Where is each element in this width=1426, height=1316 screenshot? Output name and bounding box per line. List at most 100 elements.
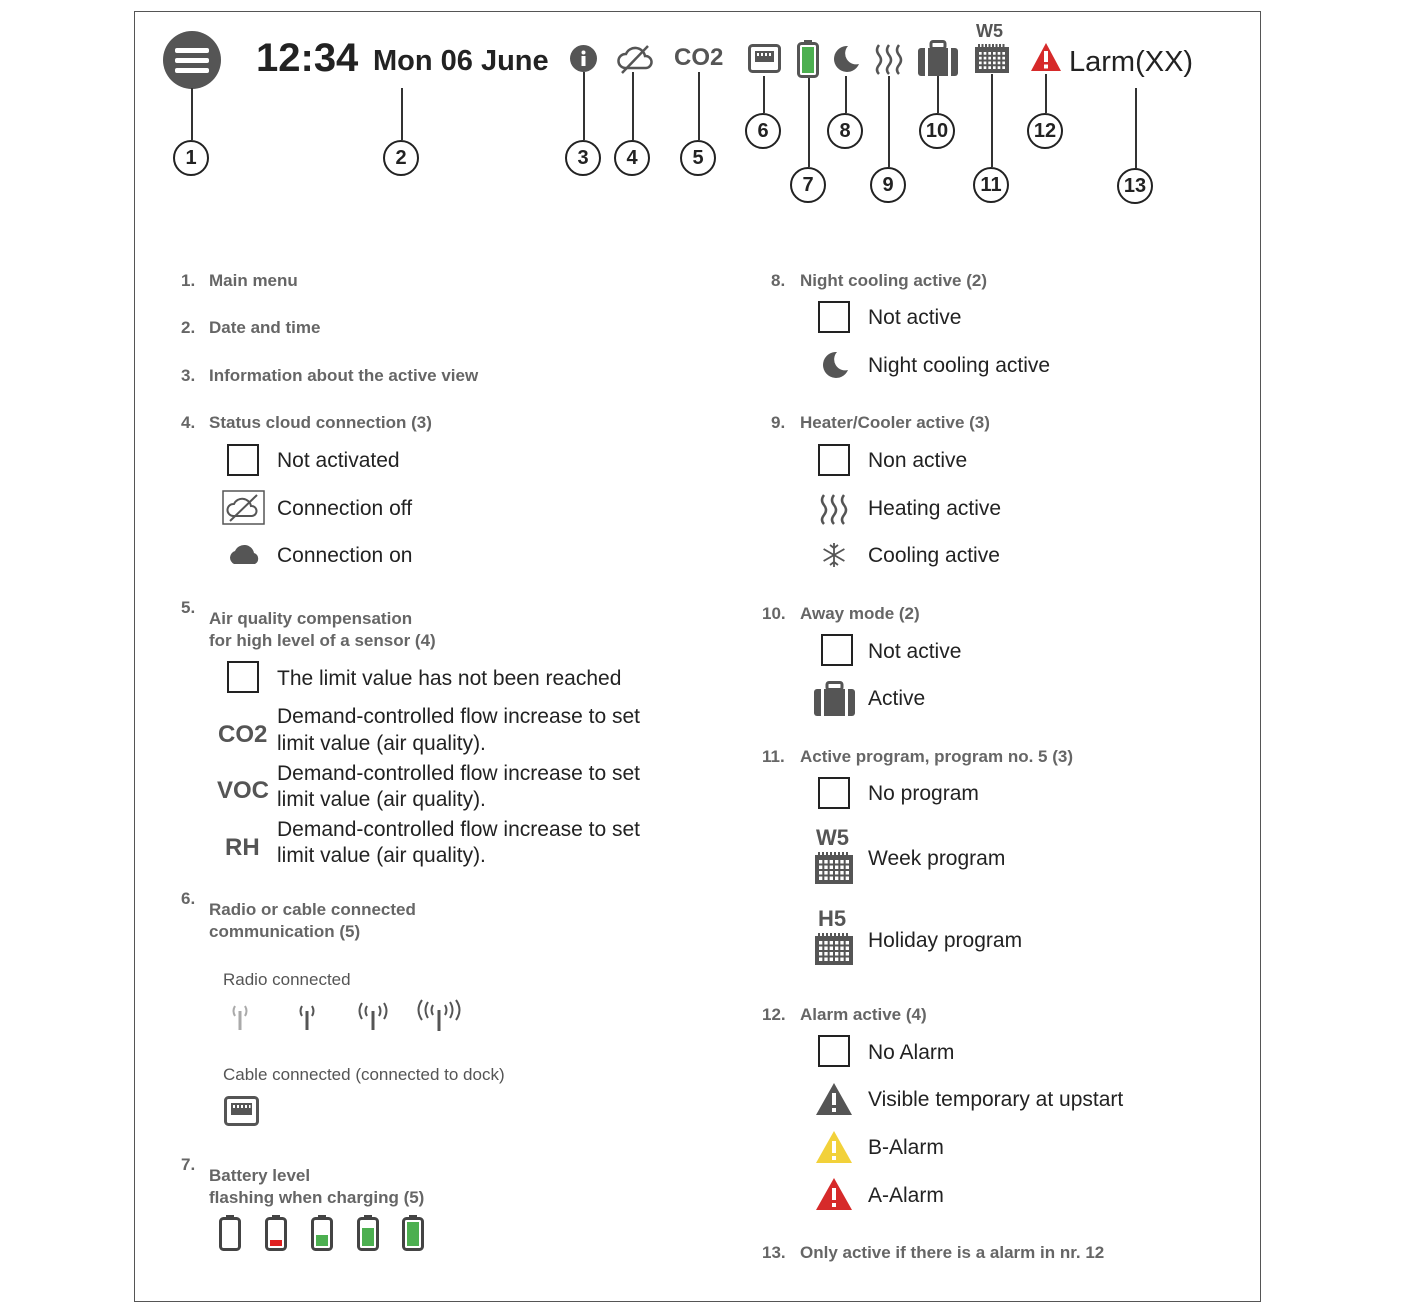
calendar-icon xyxy=(815,933,853,970)
cloud-off-icon[interactable] xyxy=(616,44,654,79)
callout-line-4 xyxy=(632,72,634,140)
callout-line-11 xyxy=(991,74,993,167)
moon-icon[interactable] xyxy=(831,44,861,79)
item-5-voc-line1: Demand-controlled flow increase to set xyxy=(277,762,641,785)
cable-dock-icon xyxy=(224,1096,259,1131)
callout-line-5 xyxy=(698,72,700,140)
item-12-title: Alarm active (4) xyxy=(800,1005,927,1024)
item-4-option-connection-off: Connection off xyxy=(277,497,413,520)
callout-line-6 xyxy=(763,76,765,113)
callout-5: 5 xyxy=(680,140,716,176)
item-2-title: Date and time xyxy=(209,318,321,337)
empty-box-icon xyxy=(818,301,850,333)
item-4-title: Status cloud connection (3) xyxy=(209,413,432,432)
cable-dock-icon[interactable] xyxy=(748,44,781,79)
item-11-title: Active program, program no. 5 (3) xyxy=(800,747,1073,766)
callout-line-2 xyxy=(401,88,403,140)
callout-8: 8 xyxy=(827,113,863,149)
week-program-badge: W5 xyxy=(976,21,1003,41)
item-5-voc-line2: limit value (air quality). xyxy=(277,788,486,811)
callout-line-8 xyxy=(845,76,847,113)
heating-icon xyxy=(818,493,850,530)
item-10-number: 10. xyxy=(762,604,786,623)
signal-level-4-icon xyxy=(417,999,461,1037)
item-12-option-no-alarm: No Alarm xyxy=(868,1041,955,1064)
item-9-option-non-active: Non active xyxy=(868,449,968,472)
item-5-rh-line1: Demand-controlled flow increase to set xyxy=(277,818,641,841)
callout-line-9 xyxy=(888,76,890,167)
item-5-option-limit-not-reached: The limit value has not been reached xyxy=(277,667,622,690)
item-9-number: 9. xyxy=(771,413,786,432)
callout-line-1 xyxy=(191,88,193,140)
info-icon[interactable] xyxy=(570,45,597,77)
empty-box-icon xyxy=(818,444,850,476)
holiday-program-badge: H5 xyxy=(818,906,847,931)
item-7-title-line1: Battery level xyxy=(209,1166,311,1185)
item-6-title-line2: communication (5) xyxy=(209,922,361,941)
item-12-option-a-alarm: A-Alarm xyxy=(868,1184,944,1207)
radio-connected-label: Radio connected xyxy=(223,970,351,989)
item-8-title: Night cooling active (2) xyxy=(800,271,988,290)
suitcase-icon[interactable] xyxy=(918,40,958,81)
clock-date: Mon 06 June xyxy=(373,45,549,77)
co2-indicator[interactable]: CO2 xyxy=(674,44,724,71)
empty-box-icon xyxy=(818,1035,850,1067)
callout-4: 4 xyxy=(614,140,650,176)
empty-box-icon xyxy=(818,777,850,809)
item-5-co2-line1: Demand-controlled flow increase to set xyxy=(277,705,641,728)
cable-connected-label: Cable connected (connected to dock) xyxy=(223,1065,505,1084)
item-5-number: 5. xyxy=(181,598,196,617)
item-11-option-no-program: No program xyxy=(868,782,979,805)
callout-1: 1 xyxy=(173,140,209,176)
item-11-option-week-program: Week program xyxy=(868,847,1006,870)
alarm-icon[interactable] xyxy=(1030,42,1062,77)
item-13-title: Only active if there is a alarm in nr. 1… xyxy=(800,1243,1105,1262)
battery-icon[interactable] xyxy=(797,40,819,83)
item-6-number: 6. xyxy=(181,889,196,908)
empty-box-icon xyxy=(227,444,259,476)
item-5-co2-line2: limit value (air quality). xyxy=(277,732,486,755)
battery-high-icon xyxy=(357,1215,379,1256)
callout-7: 7 xyxy=(790,167,826,203)
document-frame xyxy=(134,11,1261,1302)
warning-yellow-icon xyxy=(815,1130,853,1169)
item-9-option-heating: Heating active xyxy=(868,497,1002,520)
callout-line-12 xyxy=(1045,74,1047,113)
callout-line-13 xyxy=(1135,88,1137,168)
item-8-option-night-cooling: Night cooling active xyxy=(868,354,1051,377)
item-5-title-line2: for high level of a sensor (4) xyxy=(209,631,436,650)
callout-line-3 xyxy=(583,72,585,140)
clock-time: 12:34 xyxy=(256,36,359,80)
snowflake-icon xyxy=(821,542,847,573)
item-2-number: 2. xyxy=(181,318,196,337)
item-4-option-connection-on: Connection on xyxy=(277,544,413,567)
week-program-badge: W5 xyxy=(816,825,849,850)
item-10-option-active: Active xyxy=(868,687,926,710)
callout-9: 9 xyxy=(870,167,906,203)
item-10-title: Away mode (2) xyxy=(800,604,920,623)
item-11-number: 11. xyxy=(762,747,785,766)
item-8-number: 8. xyxy=(771,271,786,290)
empty-box-icon xyxy=(821,634,853,666)
signal-level-1-icon xyxy=(229,1003,251,1036)
item-3-title: Information about the active view xyxy=(209,366,479,385)
warning-red-icon xyxy=(815,1177,853,1216)
battery-full-icon xyxy=(402,1215,424,1256)
item-11-option-holiday-program: Holiday program xyxy=(868,929,1023,952)
callout-3: 3 xyxy=(565,140,601,176)
empty-box-icon xyxy=(227,661,259,693)
heating-icon[interactable] xyxy=(873,43,905,80)
item-12-option-b-alarm: B-Alarm xyxy=(868,1136,944,1159)
item-10-option-not-active: Not active xyxy=(868,640,962,663)
item-9-title: Heater/Cooler active (3) xyxy=(800,413,990,432)
callout-12: 12 xyxy=(1027,113,1063,149)
callout-2: 2 xyxy=(383,140,419,176)
item-1-number: 1. xyxy=(181,271,196,290)
item-3-number: 3. xyxy=(181,366,196,385)
calendar-icon[interactable] xyxy=(975,44,1009,78)
callout-11: 11 xyxy=(973,167,1009,203)
callout-10: 10 xyxy=(919,113,955,149)
menu-icon[interactable] xyxy=(163,31,221,94)
item-1-title: Main menu xyxy=(209,271,298,290)
calendar-icon xyxy=(815,852,853,889)
